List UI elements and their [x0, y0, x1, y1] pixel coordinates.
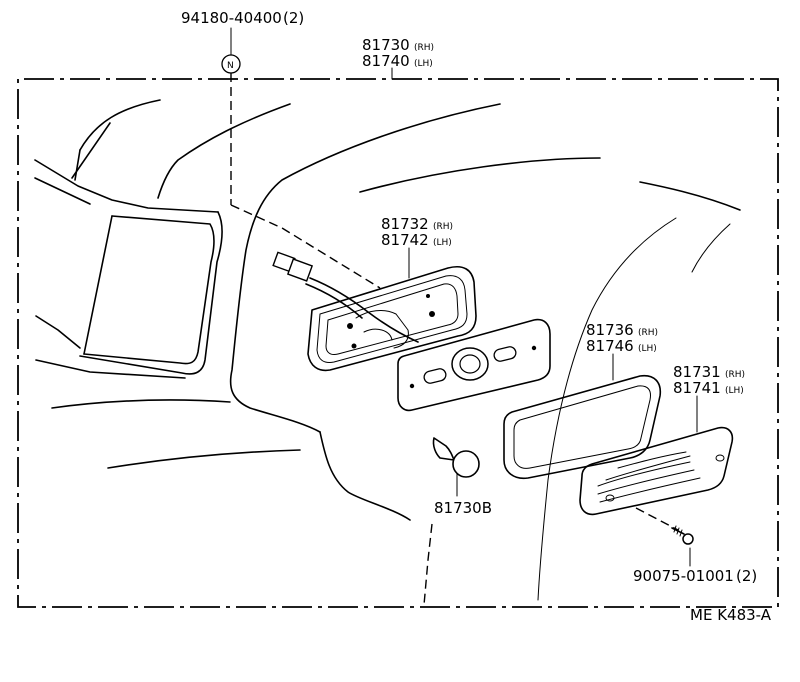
screw-quantity: (2): [736, 567, 757, 585]
housing-rh-side: (RH): [433, 222, 453, 232]
lens-rh-side: (RH): [725, 370, 745, 380]
gasket-lh-part-number: 81746: [586, 337, 634, 355]
gasket-rh-side: (RH): [638, 328, 658, 338]
nut-part-number: 94180-40400: [181, 9, 282, 27]
lens-rh-part-number: 81731: [673, 363, 721, 381]
leader-lines: [230, 27, 698, 567]
wiring-connector-icon: [272, 251, 419, 343]
socket-plate-icon: [397, 318, 551, 412]
gasket-lh-side: (LH): [638, 344, 657, 354]
lens-lh-side: (LH): [725, 386, 744, 396]
assy-lh-side: (LH): [414, 59, 433, 69]
assy-rh-part-number: 81730: [362, 36, 410, 54]
nut-symbol-letter: N: [227, 61, 234, 71]
lens-icon: [579, 426, 734, 516]
bulb-icon: [432, 437, 480, 478]
reference-code: ME K483-A: [690, 606, 772, 624]
assy-rh-side: (RH): [414, 43, 434, 53]
screw-icon: [671, 525, 694, 545]
vehicle-body-outline: [34, 99, 741, 606]
assy-lh-part-number: 81740: [362, 52, 410, 70]
gasket-rh-part-number: 81736: [586, 321, 634, 339]
housing-lh-side: (LH): [433, 238, 452, 248]
housing-rh-part-number: 81732: [381, 215, 429, 233]
gasket-icon: [503, 374, 662, 480]
bulb-part-number: 81730B: [434, 499, 492, 517]
lens-lh-part-number: 81741: [673, 379, 721, 397]
housing-lh-part-number: 81742: [381, 231, 429, 249]
nut-symbol-icon: [221, 54, 241, 74]
lamp-housing-icon: [307, 266, 477, 372]
screw-part-number: 90075-01001: [633, 567, 734, 585]
nut-quantity: (2): [283, 9, 304, 27]
diagram-frame: [17, 78, 779, 608]
